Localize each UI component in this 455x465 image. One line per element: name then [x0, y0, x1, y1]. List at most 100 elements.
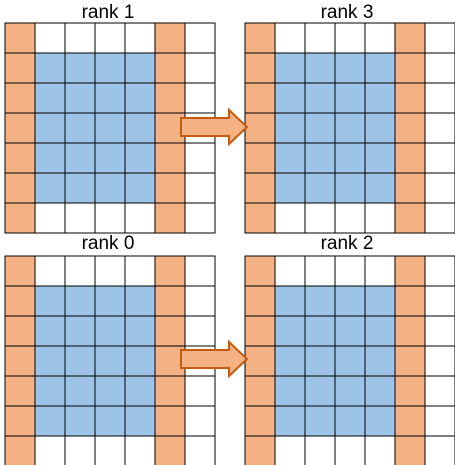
rank-0-grid-cell-halo — [4, 435, 36, 465]
rank-1-grid-cell-interior — [34, 172, 66, 204]
rank-1-grid-cell-interior — [64, 112, 96, 144]
rank-1-grid-cell-interior — [94, 82, 126, 114]
rank-0-grid-cell-empty — [64, 435, 96, 465]
rank-3-grid-cell-empty — [334, 22, 366, 54]
rank-2-grid-cell-empty — [304, 255, 336, 287]
rank-1-grid-cell-empty — [184, 82, 216, 114]
rank-2-grid-cell-interior — [364, 345, 396, 377]
rank-1-grid-cell-interior — [34, 82, 66, 114]
rank-3-grid-cell-interior — [334, 82, 366, 114]
rank-0-grid-cell-interior — [64, 315, 96, 347]
rank-2-grid-cell-empty — [424, 255, 455, 287]
rank-3-grid-cell-halo — [394, 22, 426, 54]
rank-0-grid-cell-halo — [4, 345, 36, 377]
rank-2-grid-cell-halo — [244, 435, 276, 465]
rank-3-grid-cell-empty — [424, 142, 455, 174]
rank-2-grid-cell-empty — [424, 375, 455, 407]
rank-0-grid-cell-interior — [124, 405, 156, 437]
arrow-rank-1-to-rank-3 — [180, 107, 249, 147]
rank-3-grid-cell-empty — [274, 22, 306, 54]
rank-1-grid-cell-empty — [184, 52, 216, 84]
rank-3-grid-cell-interior — [364, 142, 396, 174]
rank-0-grid-cell-halo — [154, 285, 186, 317]
rank-1-grid-cell-interior — [124, 82, 156, 114]
rank-0-grid-cell-empty — [184, 315, 216, 347]
rank-1-grid-cell-empty — [124, 22, 156, 54]
rank-0-grid-cell-interior — [124, 285, 156, 317]
rank-1-grid-cell-halo — [4, 82, 36, 114]
rank-3-grid-cell-interior — [274, 172, 306, 204]
rank-0-grid-cell-interior — [34, 405, 66, 437]
rank-0-grid-cell-empty — [184, 285, 216, 317]
rank-2-grid-cell-interior — [274, 375, 306, 407]
rank-3-grid-cell-interior — [364, 172, 396, 204]
rank-2-grid-cell-halo — [394, 435, 426, 465]
rank-2-grid-cell-interior — [334, 285, 366, 317]
rank-2-grid-cell-interior — [304, 345, 336, 377]
rank-2-grid-cell-empty — [424, 405, 455, 437]
rank-3-grid-cell-interior — [304, 52, 336, 84]
rank-3-grid-cell-halo — [394, 172, 426, 204]
rank-3-grid-cell-empty — [334, 202, 366, 234]
rank-2-grid-cell-halo — [394, 405, 426, 437]
rank-0-grid-cell-halo — [4, 375, 36, 407]
rank-2-grid-cell-interior — [334, 345, 366, 377]
rank-2-grid-cell-interior — [334, 375, 366, 407]
rank-3-grid-cell-halo — [244, 202, 276, 234]
rank-3-grid-cell-empty — [424, 172, 455, 204]
rank-3-grid-cell-interior — [334, 112, 366, 144]
rank-1-grid-cell-halo — [4, 22, 36, 54]
rank-1-grid-cell-interior — [94, 112, 126, 144]
rank-1-grid-cell-halo — [154, 82, 186, 114]
rank-2-grid-cell-empty — [334, 435, 366, 465]
rank-3-grid-cell-interior — [334, 172, 366, 204]
rank-3-grid — [244, 22, 455, 234]
rank-0-grid-cell-interior — [64, 405, 96, 437]
rank-2-grid-cell-halo — [394, 345, 426, 377]
rank-2-grid-cell-halo — [244, 375, 276, 407]
rank-0-grid-cell-interior — [34, 375, 66, 407]
rank-3-grid-cell-empty — [274, 202, 306, 234]
rank-0-grid-cell-interior — [34, 315, 66, 347]
rank-3-grid-cell-halo — [394, 142, 426, 174]
rank-0-grid-cell-interior — [64, 375, 96, 407]
rank-3-grid-cell-interior — [304, 172, 336, 204]
rank-0-grid-cell-empty — [124, 435, 156, 465]
rank-0-grid-cell-halo — [4, 255, 36, 287]
rank-0-grid-cell-halo — [154, 435, 186, 465]
rank-1-grid-cell-interior — [64, 82, 96, 114]
rank-1-grid-cell-empty — [184, 142, 216, 174]
rank-2-grid-cell-halo — [394, 315, 426, 347]
rank-0-grid-cell-halo — [154, 255, 186, 287]
rank-3-grid-cell-halo — [394, 112, 426, 144]
rank-1-grid-cell-halo — [154, 22, 186, 54]
rank-2-grid-cell-interior — [364, 315, 396, 347]
rank-3-grid-cell-interior — [334, 52, 366, 84]
rank-3-grid-cell-empty — [424, 52, 455, 84]
rank-2-grid-cell-empty — [424, 315, 455, 347]
rank-2-grid-cell-interior — [364, 375, 396, 407]
rank-1-grid-cell-interior — [124, 172, 156, 204]
rank-2-label: rank 2 — [321, 233, 374, 254]
rank-0-grid-cell-interior — [94, 375, 126, 407]
rank-3-grid-cell-interior — [364, 82, 396, 114]
rank-2-grid-cell-halo — [394, 375, 426, 407]
rank-2-grid-cell-empty — [424, 285, 455, 317]
rank-0-grid-cell-interior — [124, 315, 156, 347]
rank-2-grid-cell-halo — [244, 255, 276, 287]
rank-0-grid-cell-halo — [154, 375, 186, 407]
rank-1-grid-cell-empty — [34, 22, 66, 54]
rank-3-grid-cell-halo — [244, 142, 276, 174]
rank-2-grid-cell-empty — [274, 435, 306, 465]
rank-1-grid-cell-interior — [34, 52, 66, 84]
rank-2-grid-cell-halo — [394, 255, 426, 287]
rank-1-grid-cell-empty — [94, 202, 126, 234]
rank-1-grid-cell-interior — [124, 112, 156, 144]
rank-1-grid-cell-interior — [34, 142, 66, 174]
rank-1-grid-cell-empty — [94, 22, 126, 54]
rank-1-grid-cell-interior — [64, 52, 96, 84]
rank-2-grid-cell-interior — [274, 285, 306, 317]
rank-0-grid-cell-halo — [4, 405, 36, 437]
rank-1-grid-cell-empty — [184, 202, 216, 234]
